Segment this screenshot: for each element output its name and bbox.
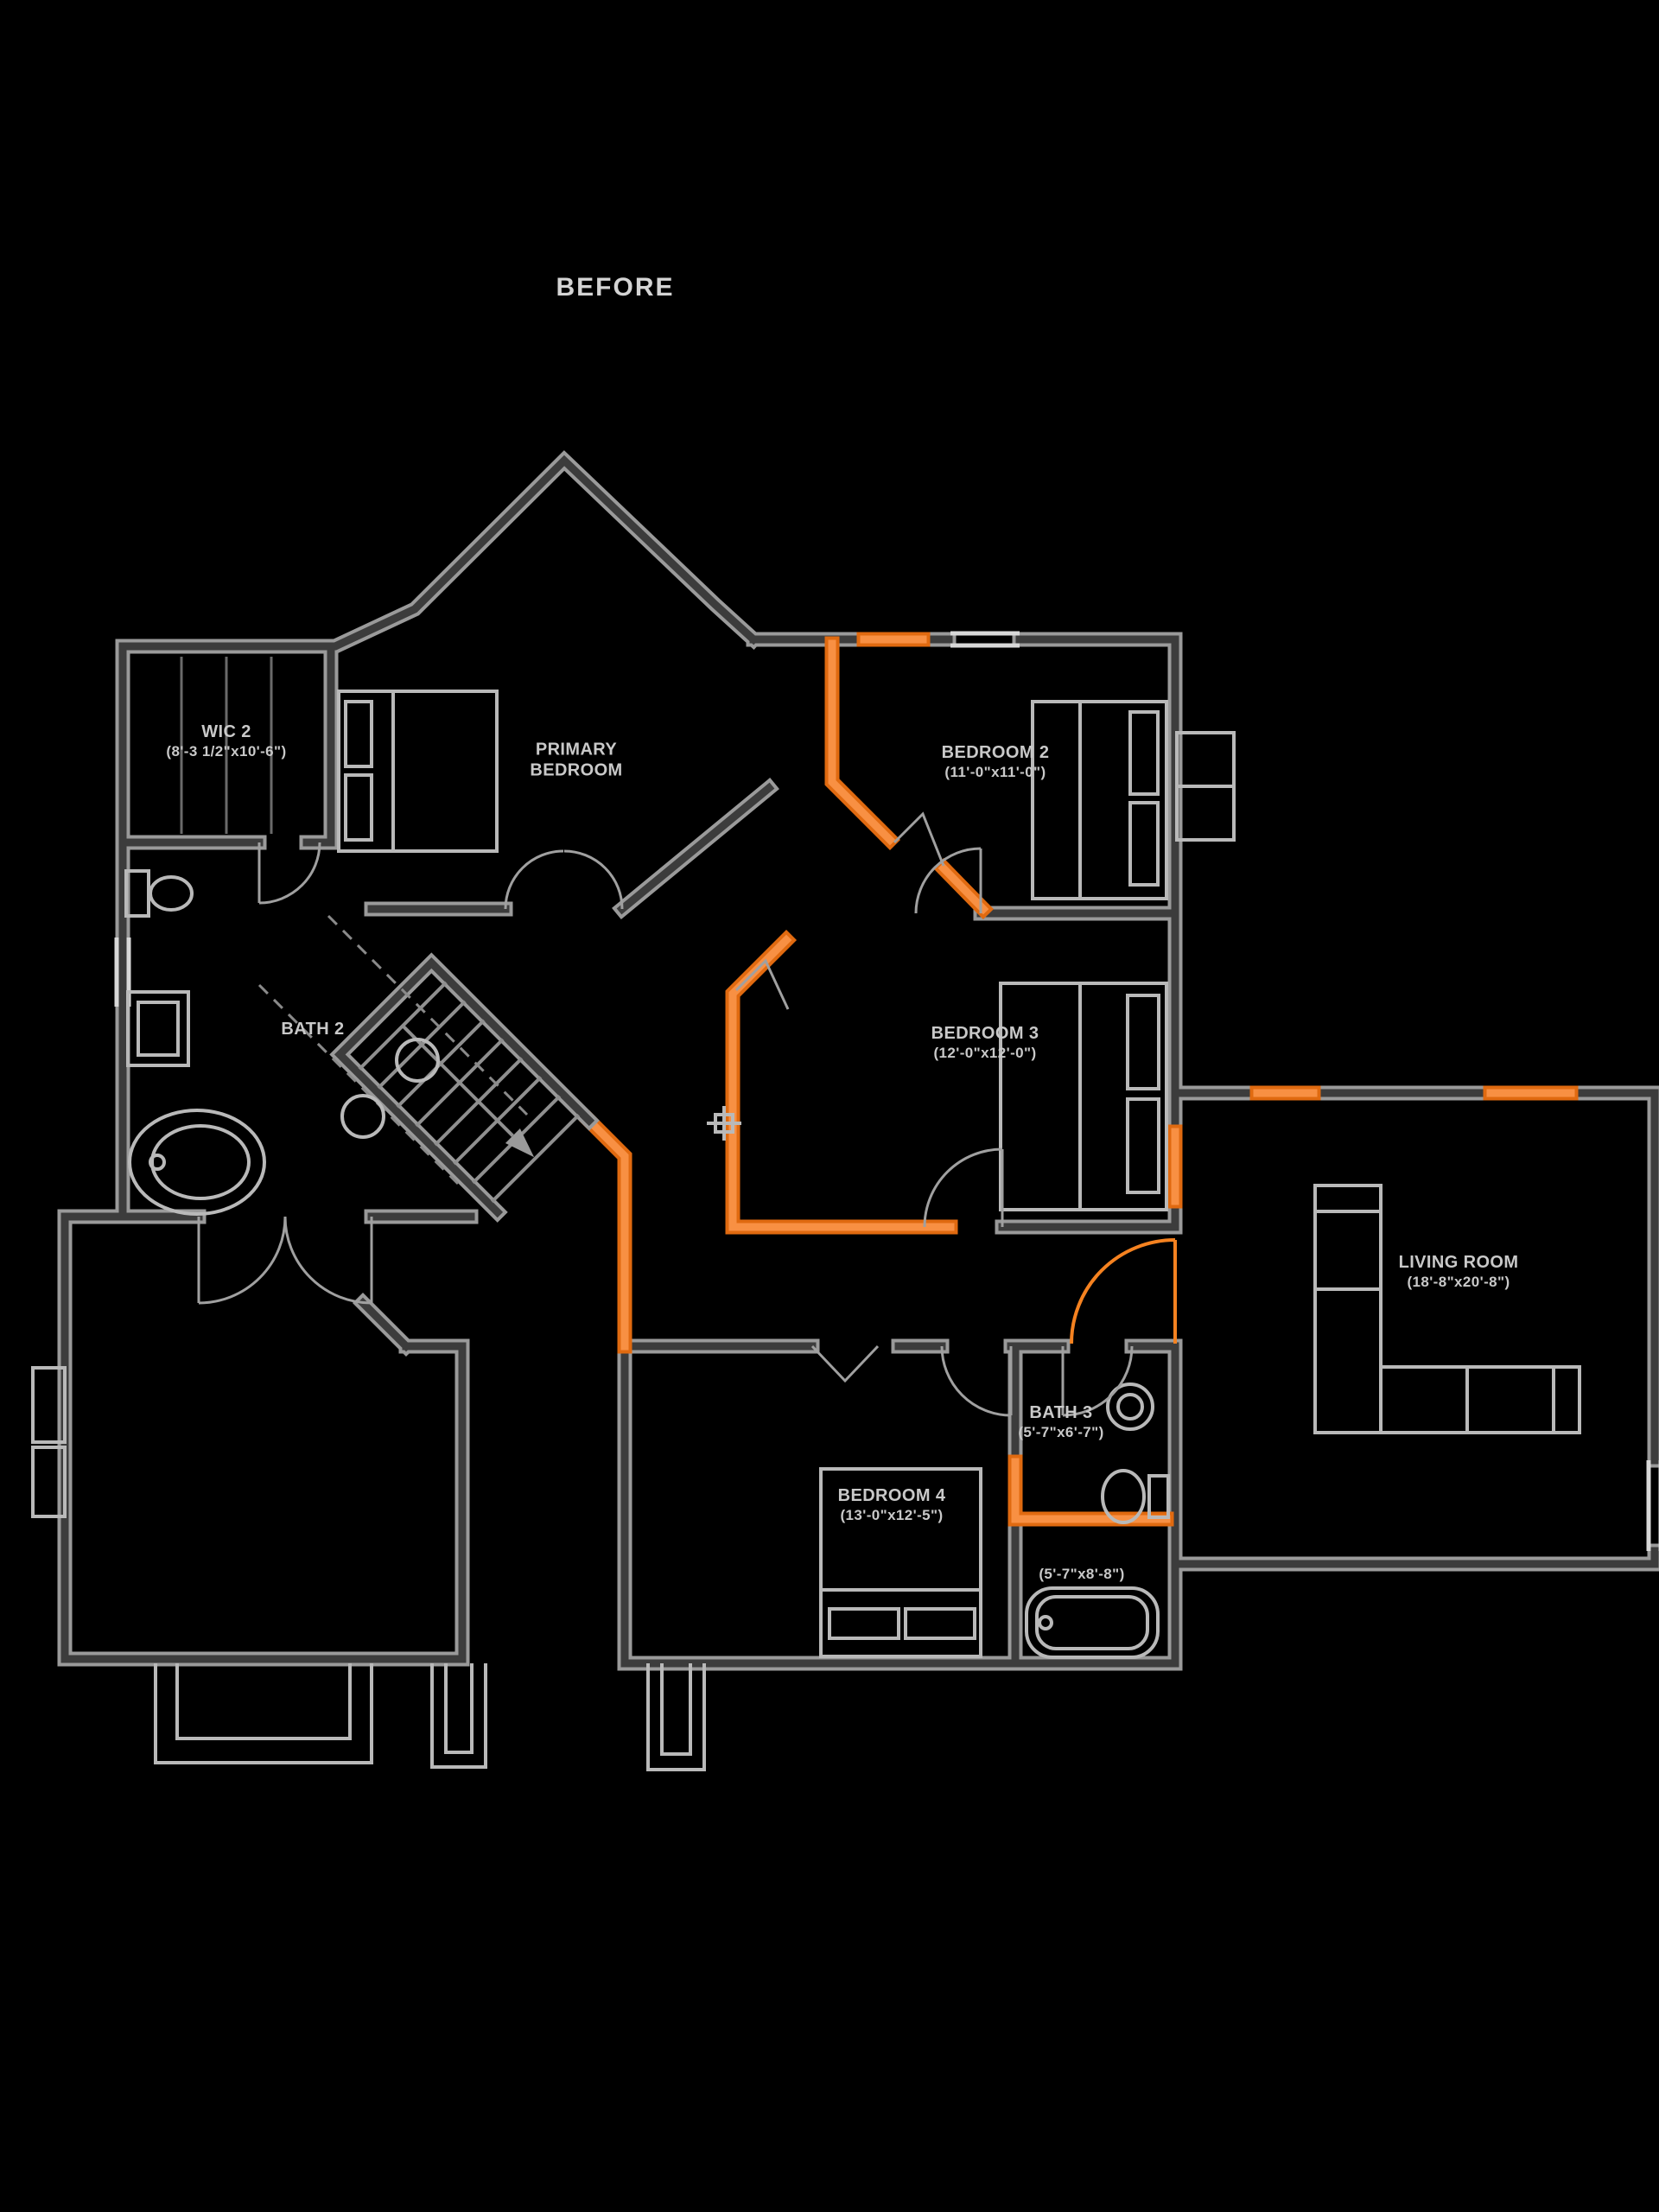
room-dims: (5'-7"x6'-7") — [1018, 1423, 1104, 1440]
room-label-primary-bedroom: PRIMARY BEDROOM — [507, 740, 645, 780]
bedroom2-bed-icon — [1031, 700, 1168, 900]
room-name: BATH 3 — [1029, 1403, 1093, 1423]
bedroom4-bed-icon — [819, 1467, 982, 1658]
room-name: BATH 2 — [281, 1020, 345, 1039]
highlighted-door-swing — [1070, 1238, 1177, 1344]
room-dims: (13'-0"x12'-5") — [840, 1506, 944, 1523]
plan-title: BEFORE — [556, 273, 675, 302]
wic-shelving — [180, 657, 273, 834]
room-name: WIC 2 — [201, 722, 251, 742]
porch-steps — [154, 1663, 706, 1771]
room-dims: (11'-0"x11'-0") — [944, 763, 1046, 780]
room-dims: (8'-3 1/2"x10'-6") — [166, 742, 287, 760]
bathtub-icon — [128, 1109, 266, 1216]
room-label-wic-2: WIC 2 (8'-3 1/2"x10'-6") — [166, 722, 286, 760]
room-dims: (12'-0"x12'-0") — [933, 1044, 1037, 1061]
sofa-icon — [1313, 1184, 1581, 1434]
bath3-sink-icon — [1106, 1382, 1154, 1431]
toilet-icon — [124, 869, 194, 918]
room-dims: (18'-8"x20'-8") — [1407, 1273, 1510, 1290]
room-name: BEDROOM 4 — [837, 1486, 946, 1506]
bath3-toilet-icon — [1101, 1469, 1170, 1524]
room-label-bedroom-4: BEDROOM 4 (13'-0"x12'-5") — [838, 1486, 946, 1524]
door-swing-arcs — [197, 811, 1134, 1417]
primary-bed-icon — [337, 690, 499, 853]
room-label-bedroom-2: BEDROOM 2 (11'-0"x11'-0") — [942, 743, 1050, 781]
exterior-window-boxes — [31, 731, 1236, 1518]
bedroom3-bed-icon — [999, 982, 1168, 1211]
shower-icon — [126, 990, 190, 1067]
room-name: PRIMARY BEDROOM — [530, 740, 623, 779]
crosshair-icon — [707, 1106, 741, 1141]
room-label-tub-area-dims: (5'-7"x8'-8") — [1039, 1566, 1124, 1583]
room-label-bath-2: BATH 2 — [281, 1020, 344, 1040]
room-label-bedroom-3: BEDROOM 3 (12'-0"x12'-0") — [931, 1024, 1039, 1062]
bath3-bathtub-icon — [1025, 1586, 1160, 1659]
room-name: BEDROOM 2 — [941, 743, 1050, 763]
room-label-living-room: LIVING ROOM (18'-8"x20'-8") — [1399, 1253, 1519, 1291]
room-label-bath-3: BATH 3 (5'-7"x6'-7") — [1018, 1403, 1103, 1441]
room-name: BEDROOM 3 — [931, 1024, 1039, 1044]
room-name: LIVING ROOM — [1398, 1253, 1519, 1273]
room-dims: (5'-7"x8'-8") — [1039, 1565, 1125, 1582]
stairs-icon — [257, 914, 589, 1212]
